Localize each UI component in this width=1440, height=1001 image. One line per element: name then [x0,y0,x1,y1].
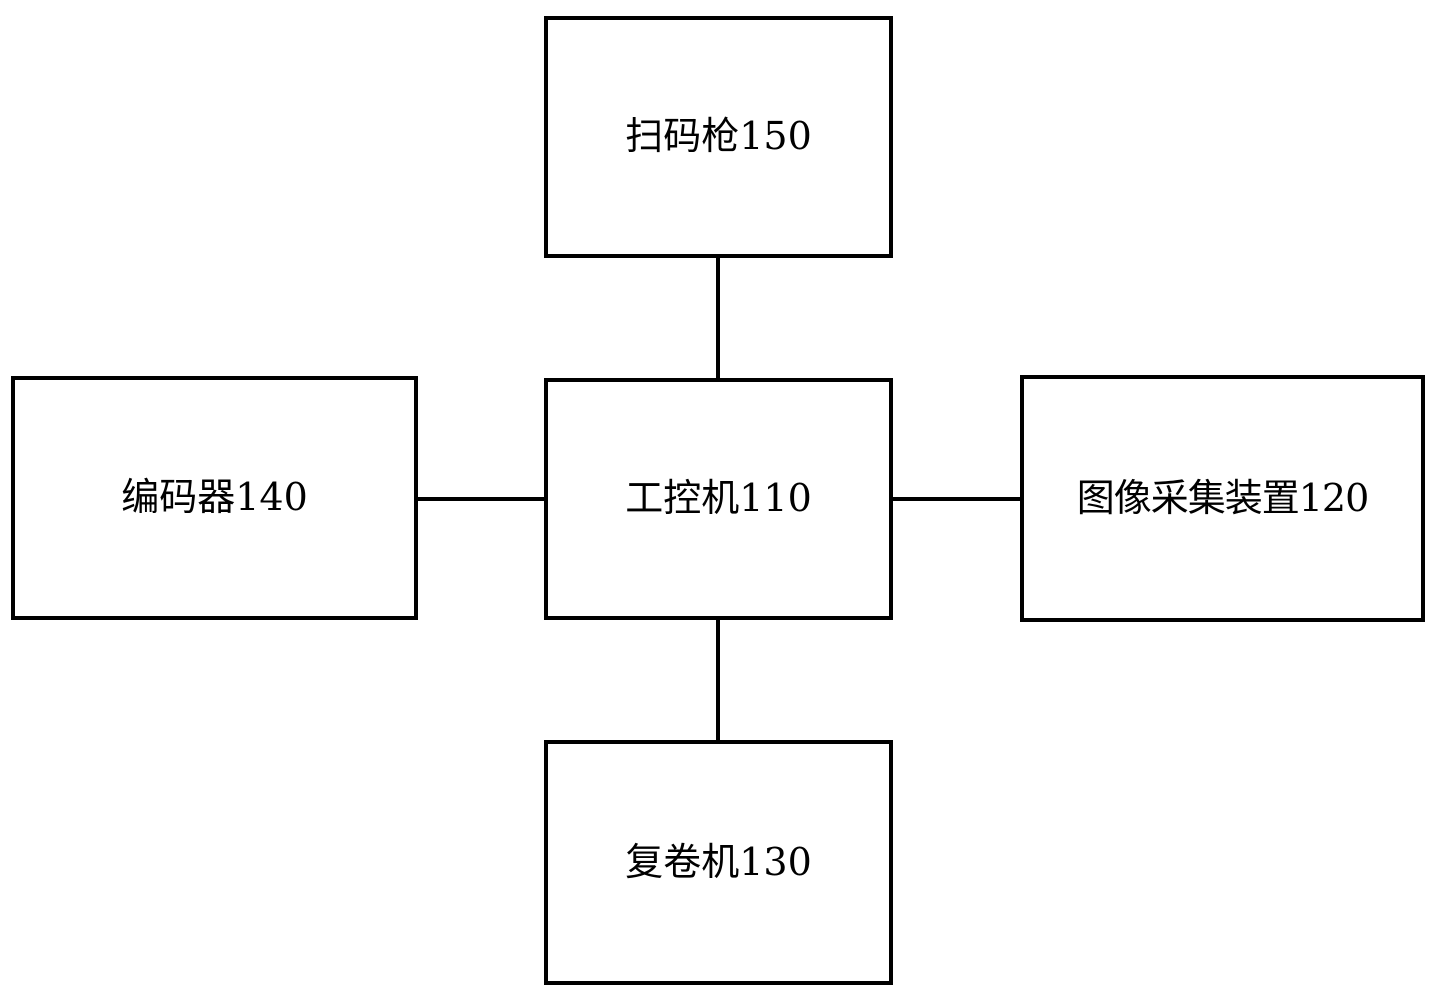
connector-ipc-to-imaging [889,497,1024,501]
connector-encoder-to-ipc [414,497,548,501]
block-rewinder: 复卷机130 [544,740,893,985]
connector-scanner-to-ipc [716,254,720,382]
connector-ipc-to-rewinder [716,616,720,744]
block-encoder-label: 编码器140 [121,475,308,520]
block-image-acquisition-device-label: 图像采集装置120 [1076,475,1370,520]
block-rewinder-label: 复卷机130 [625,839,812,884]
block-scanner: 扫码枪150 [544,16,893,258]
block-industrial-computer-label: 工控机110 [625,476,812,521]
block-scanner-label: 扫码枪150 [625,114,812,159]
block-image-acquisition-device: 图像采集装置120 [1020,375,1425,622]
block-encoder: 编码器140 [11,376,418,620]
block-industrial-computer: 工控机110 [544,378,893,620]
